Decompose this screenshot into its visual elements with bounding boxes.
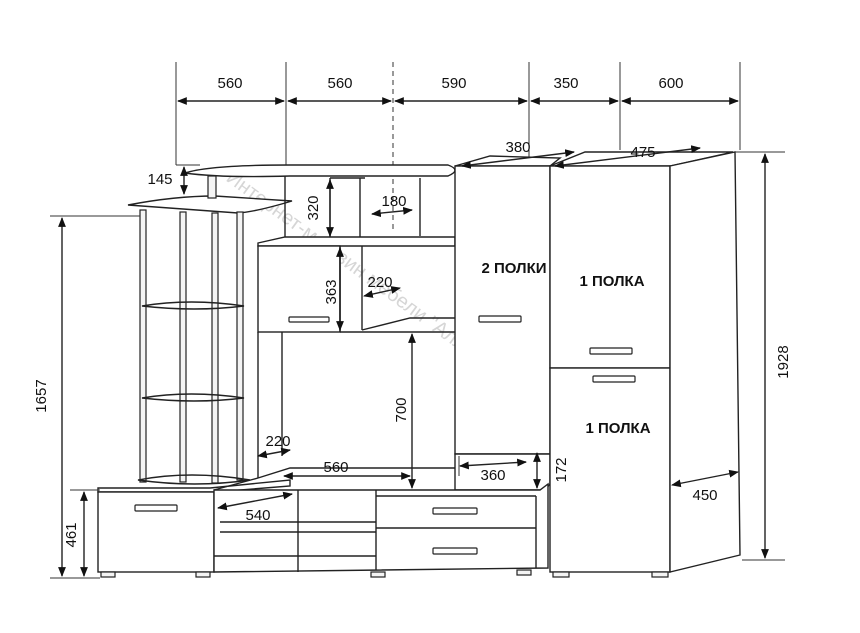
dim-tv-height: 700 (393, 397, 410, 422)
label-wardrobe-lower-shelf: 1 ПОЛКА (585, 420, 650, 437)
dim-depth-right-cabinet: 475 (630, 144, 655, 161)
height-dimensions: 1657 461 145 1928 (33, 151, 792, 579)
dim-height-right: 1928 (775, 345, 792, 378)
right-wardrobe (549, 151, 741, 578)
dim-plinth-height: 172 (553, 457, 570, 482)
dim-top-offset: 145 (147, 171, 172, 188)
base-left-handle (134, 504, 178, 512)
dim-tv-width: 560 (323, 459, 348, 476)
dim-top-4: 350 (553, 75, 578, 92)
dim-base-depth: 540 (245, 507, 270, 524)
inner-dimensions: 320 180 363 220 700 220 560 540 360 172 (217, 179, 570, 524)
dim-depth-left-cabinet: 380 (505, 139, 530, 156)
dim-shelf-depth: 220 (367, 274, 392, 291)
wardrobe-upper-handle (589, 347, 633, 355)
tv-base-unit (97, 467, 549, 578)
middle-cabinet-handle (288, 316, 330, 323)
drawer-lower-handle (432, 547, 478, 555)
dim-depth-right-side: 450 (692, 487, 717, 504)
label-wardrobe-upper-shelf: 1 ПОЛКА (579, 273, 644, 290)
dim-top-5: 600 (658, 75, 683, 92)
corner-shelf-unit (97, 175, 293, 493)
dim-top-3: 590 (441, 75, 466, 92)
dim-cabinet-gap: 360 (480, 467, 505, 484)
dim-niche-width: 180 (381, 193, 406, 210)
dim-shelf-height: 363 (323, 279, 340, 304)
dim-top-2: 560 (327, 75, 352, 92)
dim-niche-height: 320 (305, 195, 322, 220)
shelf-labels: 2 ПОЛКИ 1 ПОЛКА 1 ПОЛКА (481, 260, 650, 437)
top-dimension-chain: 560 560 590 350 600 (175, 62, 741, 230)
label-left-cabinet-shelves: 2 ПОЛКИ (481, 260, 546, 277)
wardrobe-lower-handle (592, 375, 636, 383)
dim-height-base: 461 (63, 522, 80, 547)
dim-top-1: 560 (217, 75, 242, 92)
dim-height-left: 1657 (33, 379, 50, 412)
left-tall-cabinet (454, 155, 562, 491)
drawer-upper-handle (432, 507, 478, 515)
dim-side-depth: 220 (265, 433, 290, 450)
left-cabinet-handle (478, 315, 522, 323)
depth-dimensions: 380 475 450 (461, 139, 739, 504)
